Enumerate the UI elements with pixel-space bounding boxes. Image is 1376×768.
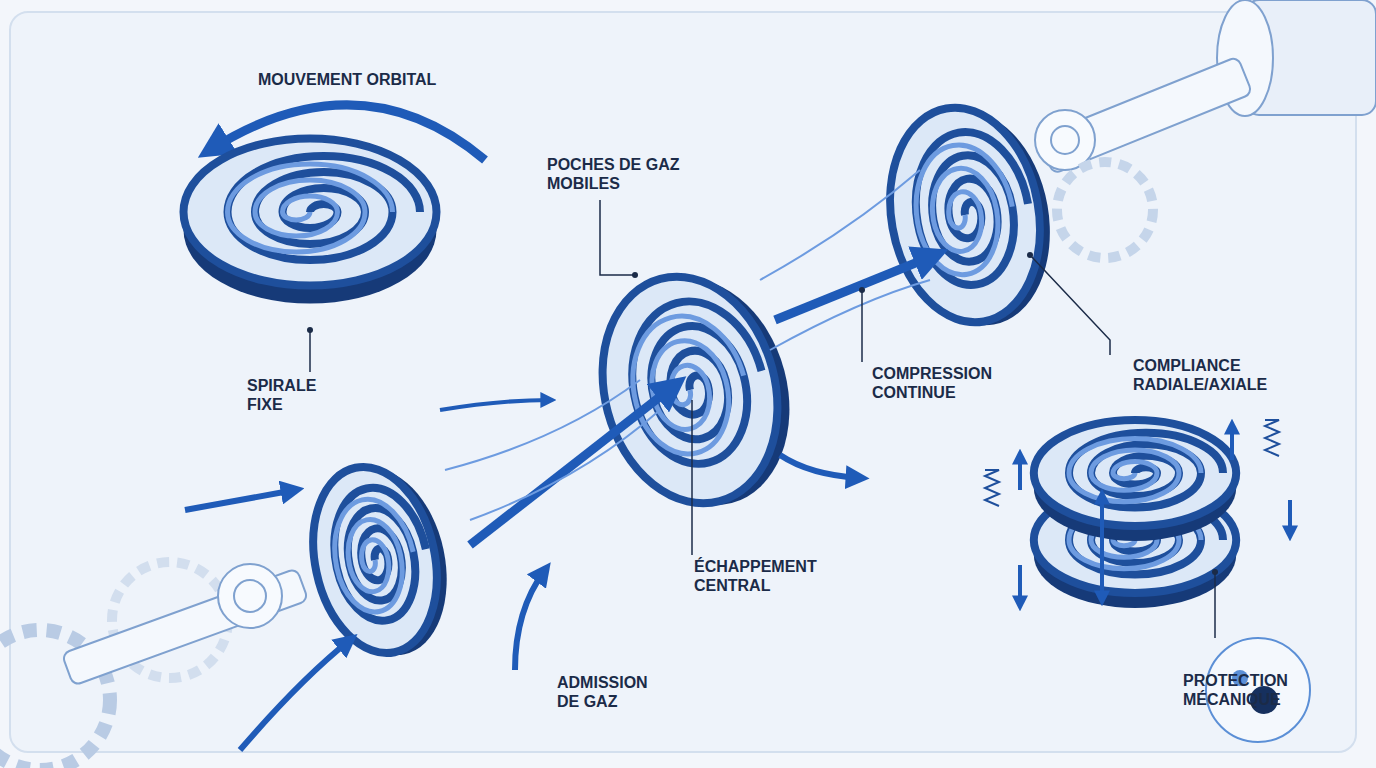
leader-dot (1027, 252, 1033, 258)
orbiting-scroll (578, 257, 802, 523)
leader-line (309, 330, 311, 372)
exhaust-arrow (780, 455, 860, 478)
spring (985, 470, 999, 506)
compliance-arrow (1018, 455, 1022, 490)
part-label: SPIRALE FIXE (247, 376, 337, 414)
part-label: ÉCHAPPEMENT CENTRAL (694, 557, 844, 595)
part-label: PROTECTION MÉCANIQUE (1183, 671, 1313, 709)
part-label: MOUVEMENT ORBITAL (258, 70, 478, 89)
inlet-arrow (185, 490, 295, 510)
leader-dot (307, 327, 313, 333)
upper-scroll (1034, 420, 1236, 526)
flow-arrow (775, 255, 935, 320)
fixed-scroll (184, 138, 437, 285)
leader-dot (632, 272, 638, 278)
compliance-arrow (1100, 495, 1104, 600)
leader-dot (859, 287, 865, 293)
leader-line (1214, 572, 1216, 638)
spring (1265, 420, 1279, 456)
outlet-scroll (874, 96, 1057, 334)
flow-streak (445, 380, 640, 470)
part-label: COMPLIANCE RADIALE/AXIALE (1133, 356, 1293, 394)
bearing (234, 580, 266, 612)
leader-line (1030, 255, 1110, 355)
flow-streak (760, 170, 920, 280)
inset-circle (1206, 638, 1310, 742)
flow-arrow (470, 385, 675, 545)
leader-line (600, 200, 635, 275)
leader-line (861, 290, 863, 362)
leader-line (691, 400, 693, 555)
panel (10, 12, 1356, 752)
inlet-arrow (240, 640, 350, 750)
part-label: POCHES DE GAZ MOBILES (547, 155, 697, 193)
gear (1057, 162, 1153, 258)
inlet-arrow (515, 570, 545, 670)
flow-streak (470, 410, 660, 520)
part-label: COMPRESSION CONTINUE (872, 364, 1022, 402)
inlet-scroll (297, 455, 453, 664)
compliance-arrow (1230, 425, 1234, 460)
compliance-arrow (1018, 565, 1022, 605)
bearing (1051, 126, 1079, 154)
flow-streak (770, 280, 930, 350)
leader-dot (1212, 569, 1218, 575)
flow-streak (440, 400, 550, 410)
compliance-arrow (1288, 500, 1292, 535)
bearing (218, 564, 282, 628)
part-label: ADMISSION DE GAZ (557, 673, 672, 711)
